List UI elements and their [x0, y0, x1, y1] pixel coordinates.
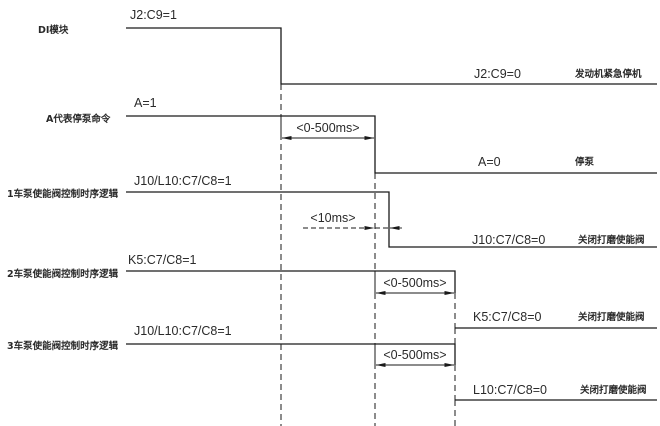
- interval-label: <0-500ms>: [383, 276, 446, 290]
- signal-low-label: L10:C7/C8=0: [473, 383, 547, 397]
- signal-name: 1车泵使能阀控制时序逻辑: [7, 188, 119, 200]
- signal-low-label: A=0: [478, 155, 501, 169]
- signal-name: 3车泵使能阀控制时序逻辑: [7, 340, 119, 352]
- interval-label: <0-500ms>: [296, 121, 359, 135]
- interval-label: <0-500ms>: [383, 348, 446, 362]
- interval-dimension: <10ms>: [303, 211, 402, 230]
- interval-dimension: <0-500ms>: [281, 121, 375, 140]
- signal-low-label: K5:C7/C8=0: [473, 310, 541, 324]
- signal-di-module: DI模块 J2:C9=1 J2:C9=0 发动机紧急停机: [38, 8, 657, 85]
- signal-waveform: [126, 27, 657, 85]
- signal-stop-pump-command: A代表停泵命令 A=1 A=0 停泵: [46, 96, 657, 174]
- signal-waveform: [126, 191, 657, 248]
- signal-low-label: J2:C9=0: [474, 67, 521, 81]
- interval-dimension: <0-500ms>: [375, 348, 455, 367]
- signal-low-label: J10:C7/C8=0: [472, 233, 545, 247]
- signal-pump-1-enable-valve: 1车泵使能阀控制时序逻辑 J10/L10:C7/C8=1 J10:C7/C8=0…: [7, 174, 657, 248]
- signal-pump-3-enable-valve: 3车泵使能阀控制时序逻辑 J10/L10:C7/C8=1 L10:C7/C8=0…: [7, 324, 657, 401]
- signal-waveform-high: [126, 270, 456, 293]
- signal-high-label: J2:C9=1: [130, 8, 177, 22]
- signal-pump-2-enable-valve: 2车泵使能阀控制时序逻辑 K5:C7/C8=1 K5:C7/C8=0 关闭打磨使…: [7, 253, 657, 329]
- signal-high-label: J10/L10:C7/C8=1: [134, 324, 232, 338]
- signal-name: A代表停泵命令: [46, 113, 111, 125]
- signal-high-label: J10/L10:C7/C8=1: [134, 174, 232, 188]
- interval-label: <10ms>: [310, 211, 355, 225]
- signal-name: 2车泵使能阀控制时序逻辑: [7, 268, 119, 280]
- signal-high-label: A=1: [134, 96, 157, 110]
- interval-dimension: <0-500ms>: [375, 276, 455, 295]
- signal-low-description: 关闭打磨使能阀: [578, 311, 645, 323]
- signal-low-description: 发动机紧急停机: [574, 68, 642, 80]
- signal-low-description: 关闭打磨使能阀: [578, 234, 645, 246]
- signal-waveform: [126, 115, 657, 174]
- signal-name: DI模块: [38, 24, 69, 36]
- signal-high-label: K5:C7/C8=1: [128, 253, 196, 267]
- signal-low-description: 停泵: [575, 156, 595, 168]
- signal-low-description: 关闭打磨使能阀: [580, 384, 647, 396]
